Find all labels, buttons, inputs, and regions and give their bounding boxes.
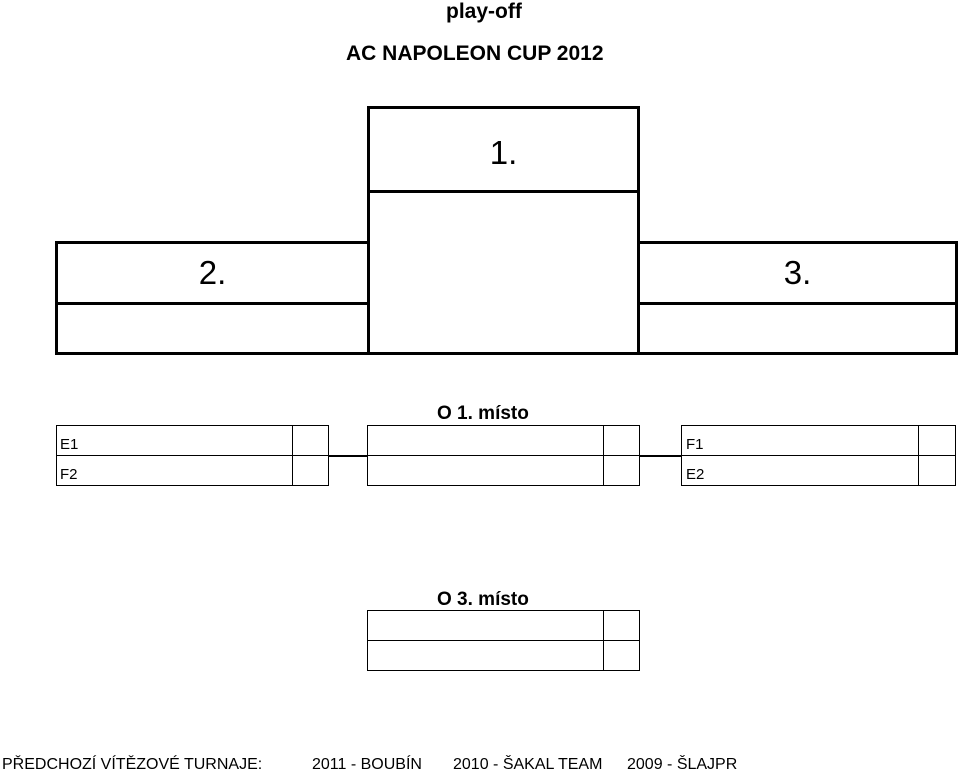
podium-third-label: 3. [783,254,812,291]
final-left-bottom-score-cell[interactable] [292,455,329,486]
podium-first-block [367,106,640,355]
final-center-bottom-name-cell[interactable] [367,455,604,486]
podium-second-block [55,241,370,355]
podium-first-divider [367,190,640,193]
final-right-bottom-team: E2 [686,466,705,483]
final-center-bottom-score-cell[interactable] [603,455,640,486]
third-bottom-name-cell[interactable] [367,640,604,671]
final-center-top-score-cell[interactable] [603,425,640,456]
final-center-top-name-cell[interactable] [367,425,604,456]
final-connector-right [639,455,682,457]
winner-2010: 2010 - ŠAKAL TEAM [453,756,603,773]
winner-2011: 2011 - BOUBÍN [312,756,422,773]
previous-winners-label: PŘEDCHOZÍ VÍTĚZOVÉ TURNAJE: [2,756,263,773]
final-connector-left [329,455,367,457]
third-top-score-cell[interactable] [603,610,640,641]
final-left-top-name-cell[interactable] [56,425,293,456]
podium-third-divider [637,302,958,305]
podium-second-divider [55,302,370,305]
podium-third-block [637,241,958,355]
page-title: AC NAPOLEON CUP 2012 [346,42,604,65]
third-place-heading: O 3. místo [437,589,529,610]
final-right-bottom-name-cell[interactable] [681,455,919,486]
winner-2009: 2009 - ŠLAJPR [627,756,738,773]
third-bottom-score-cell[interactable] [603,640,640,671]
final-right-top-team: F1 [686,436,704,453]
podium-first-label: 1. [489,134,518,171]
final-left-top-score-cell[interactable] [292,425,329,456]
final-left-bottom-name-cell[interactable] [56,455,293,486]
subtitle: play-off [446,0,522,23]
final-right-top-name-cell[interactable] [681,425,919,456]
third-top-name-cell[interactable] [367,610,604,641]
final-left-top-team: E1 [60,436,79,453]
final-right-top-score-cell[interactable] [918,425,956,456]
final-heading: O 1. místo [437,403,529,424]
final-left-bottom-team: F2 [60,466,78,483]
podium-second-label: 2. [198,254,227,291]
final-right-bottom-score-cell[interactable] [918,455,956,486]
